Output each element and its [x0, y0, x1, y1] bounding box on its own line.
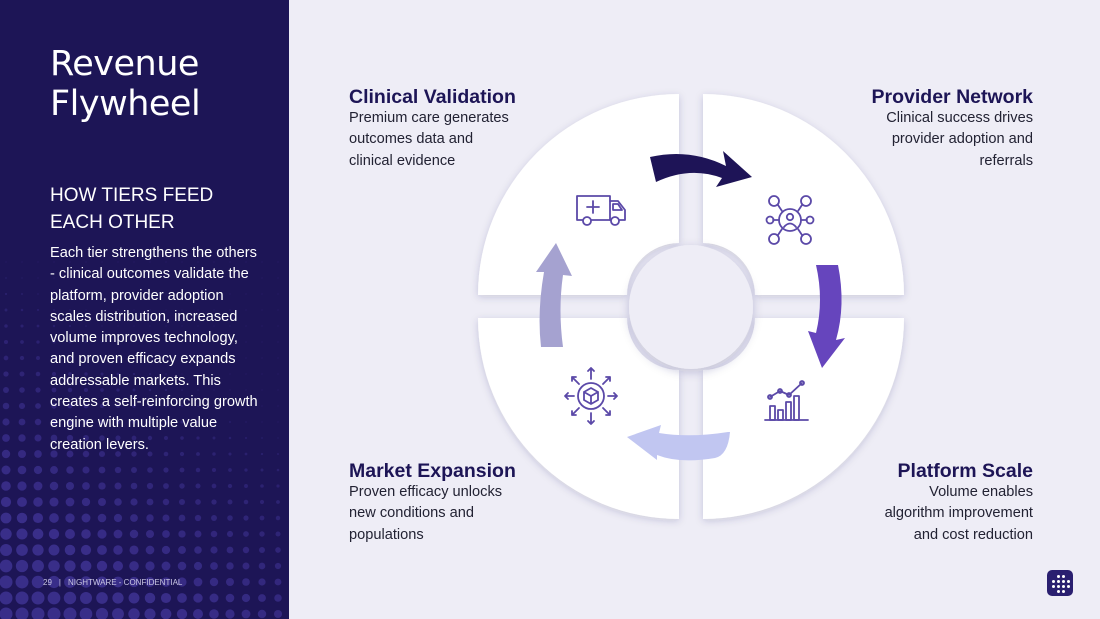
desc-line: outcomes data and — [349, 131, 474, 148]
title-line-1: Revenue — [50, 44, 199, 84]
quadrant-title-clinical-validation: Clinical Validation — [349, 86, 516, 108]
segment-platform-scale — [703, 318, 904, 519]
arrow-bottom — [627, 425, 730, 461]
quadrant-desc-provider-network: Clinical success drives provider adoptio… — [886, 108, 1033, 172]
desc-line: clinical evidence — [349, 152, 456, 169]
quadrant-desc-market-expansion: Proven efficacy unlocks new conditions a… — [349, 482, 502, 546]
segment-provider-network — [703, 94, 904, 295]
expansion-icon — [564, 367, 618, 425]
desc-line: new conditions and — [349, 505, 474, 522]
footer-divider: | — [58, 578, 61, 587]
slide-footer: 29 | NIGHTWARE - CONFIDENTIAL — [43, 577, 182, 589]
network-icon — [765, 195, 815, 245]
arrow-left — [536, 243, 572, 347]
ambulance-icon — [576, 195, 626, 226]
segment-clinical-validation — [478, 94, 679, 295]
brand-logo-icon — [1047, 570, 1073, 596]
dot-pattern-decoration — [0, 261, 283, 619]
center-hole — [629, 245, 753, 369]
desc-line: Clinical success drives — [886, 110, 1033, 126]
desc-line: algorithm improvement — [884, 505, 1033, 522]
quadrant-desc-platform-scale: Volume enables algorithm improvement and… — [885, 482, 1033, 546]
title-line-2: Flywheel — [50, 84, 201, 124]
slide-body-text: Each tier strengthens the others - clini… — [50, 245, 258, 453]
page-number: 29 — [43, 578, 52, 587]
arrow-top — [650, 151, 752, 187]
quadrant-title-platform-scale: Platform Scale — [897, 460, 1033, 482]
desc-line: Premium care generates — [349, 110, 509, 126]
sidebar-panel: Revenue Flywheel HOW TIERS FEED EACH OTH… — [0, 0, 289, 619]
desc-line: populations — [349, 526, 424, 543]
quadrant-desc-clinical-validation: Premium care generates outcomes data and… — [349, 108, 509, 172]
desc-line: and cost reduction — [913, 526, 1033, 543]
growth-chart-icon — [764, 380, 809, 421]
slide-title: Revenue Flywheel — [50, 44, 201, 124]
slide-subtitle: HOW TIERS FEED EACH OTHER — [50, 185, 214, 233]
footer-label: NIGHTWARE - CONFIDENTIAL — [67, 578, 183, 587]
arrow-right — [808, 265, 845, 368]
quadrant-title-market-expansion: Market Expansion — [349, 460, 516, 482]
desc-line: provider adoption and — [891, 131, 1033, 148]
segment-market-expansion — [478, 318, 679, 519]
desc-line: Proven efficacy unlocks — [349, 484, 503, 500]
quadrant-title-provider-network: Provider Network — [871, 86, 1033, 108]
desc-line: referrals — [979, 152, 1033, 169]
desc-line: Volume enables — [929, 484, 1033, 500]
